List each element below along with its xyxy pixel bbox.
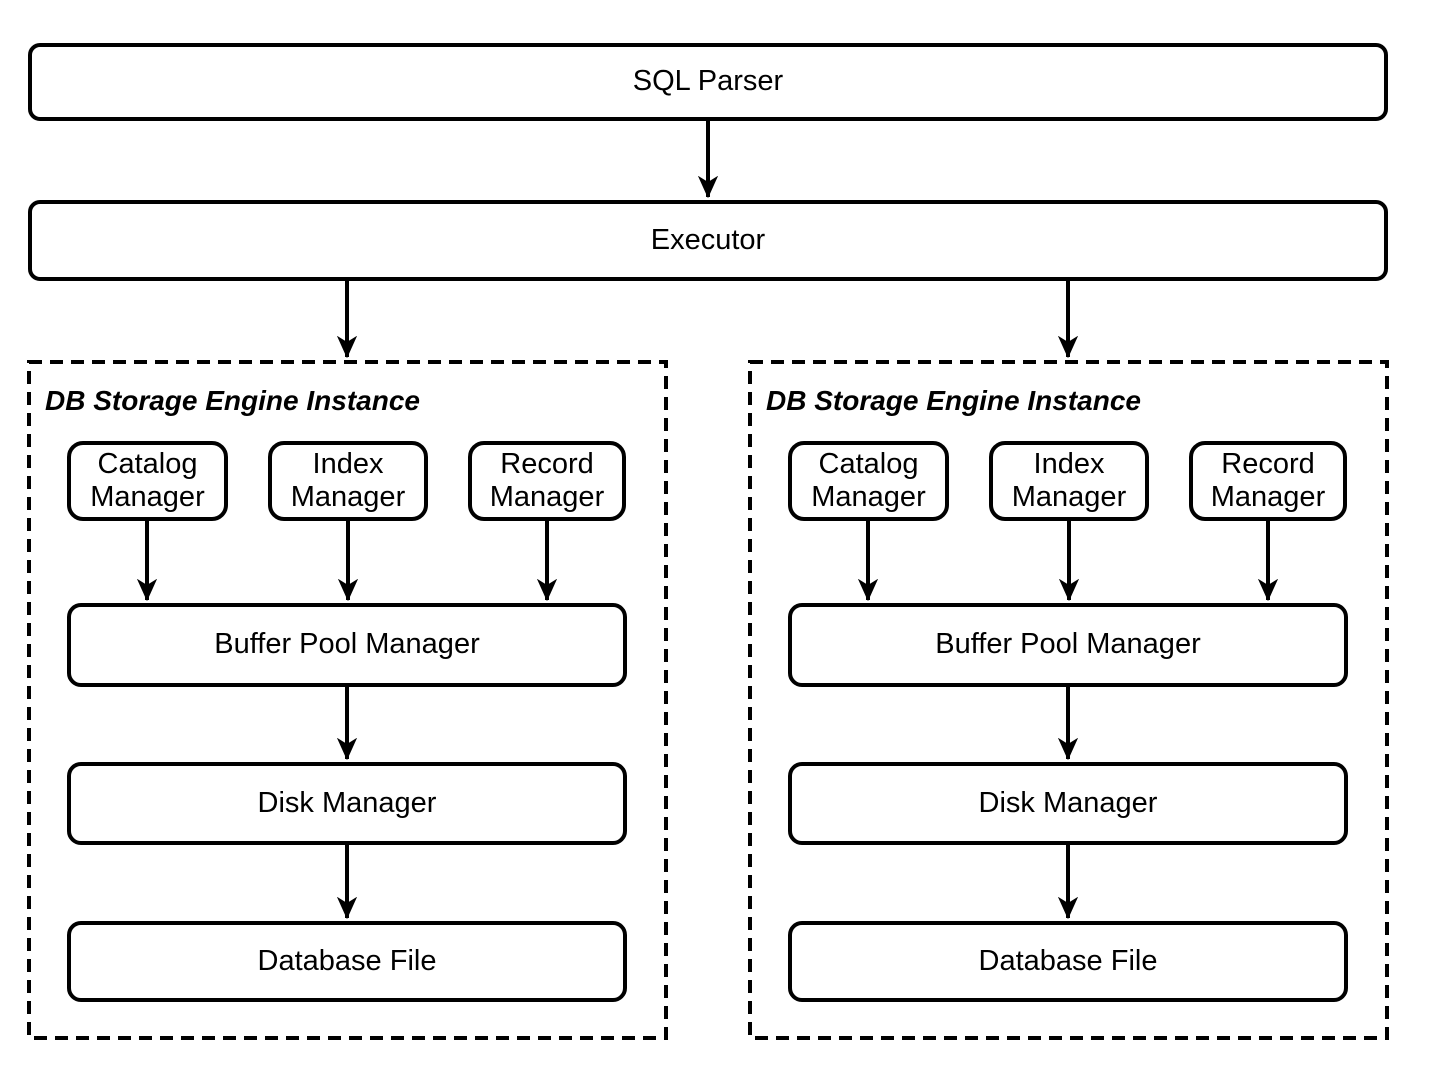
instance-1-node-catalog-manager: Catalog Manager: [67, 441, 228, 521]
node-sql-parser: SQL Parser: [28, 43, 1388, 121]
instance-1-title: DB Storage Engine Instance: [45, 385, 420, 416]
index-manager-label: Index Manager: [1011, 447, 1127, 513]
database-file-label: Database File: [978, 944, 1158, 977]
instance-2-node-index-manager: Index Manager: [989, 441, 1149, 521]
instance-1-node-index-manager: Index Manager: [268, 441, 428, 521]
node-sql-parser-label: SQL Parser: [632, 65, 784, 98]
node-executor: Executor: [28, 200, 1388, 281]
catalog-manager-label: Catalog Manager: [811, 447, 926, 513]
instance-1-node-record-manager: Record Manager: [468, 441, 626, 521]
storage-engine-instance-1: DB Storage Engine Instance Catalog Manag…: [27, 360, 668, 1040]
disk-manager-label: Disk Manager: [978, 786, 1158, 819]
disk-manager-label: Disk Manager: [257, 786, 437, 819]
storage-engine-instance-2: DB Storage Engine Instance Catalog Manag…: [748, 360, 1389, 1040]
database-file-label: Database File: [257, 944, 437, 977]
instance-1-node-buffer-pool-manager: Buffer Pool Manager: [67, 603, 627, 687]
node-executor-label: Executor: [650, 223, 766, 256]
buffer-pool-manager-label: Buffer Pool Manager: [214, 628, 480, 661]
instance-2-node-database-file: Database File: [788, 921, 1348, 1002]
index-manager-label: Index Manager: [290, 447, 406, 513]
record-manager-label: Record Manager: [1210, 447, 1326, 513]
instance-2-node-disk-manager: Disk Manager: [788, 762, 1348, 845]
instance-2-title: DB Storage Engine Instance: [766, 385, 1141, 416]
instance-2-node-record-manager: Record Manager: [1189, 441, 1347, 521]
record-manager-label: Record Manager: [489, 447, 605, 513]
buffer-pool-manager-label: Buffer Pool Manager: [935, 628, 1201, 661]
catalog-manager-label: Catalog Manager: [90, 447, 205, 513]
instance-2-node-buffer-pool-manager: Buffer Pool Manager: [788, 603, 1348, 687]
instance-1-node-database-file: Database File: [67, 921, 627, 1002]
instance-1-node-disk-manager: Disk Manager: [67, 762, 627, 845]
instance-2-node-catalog-manager: Catalog Manager: [788, 441, 949, 521]
